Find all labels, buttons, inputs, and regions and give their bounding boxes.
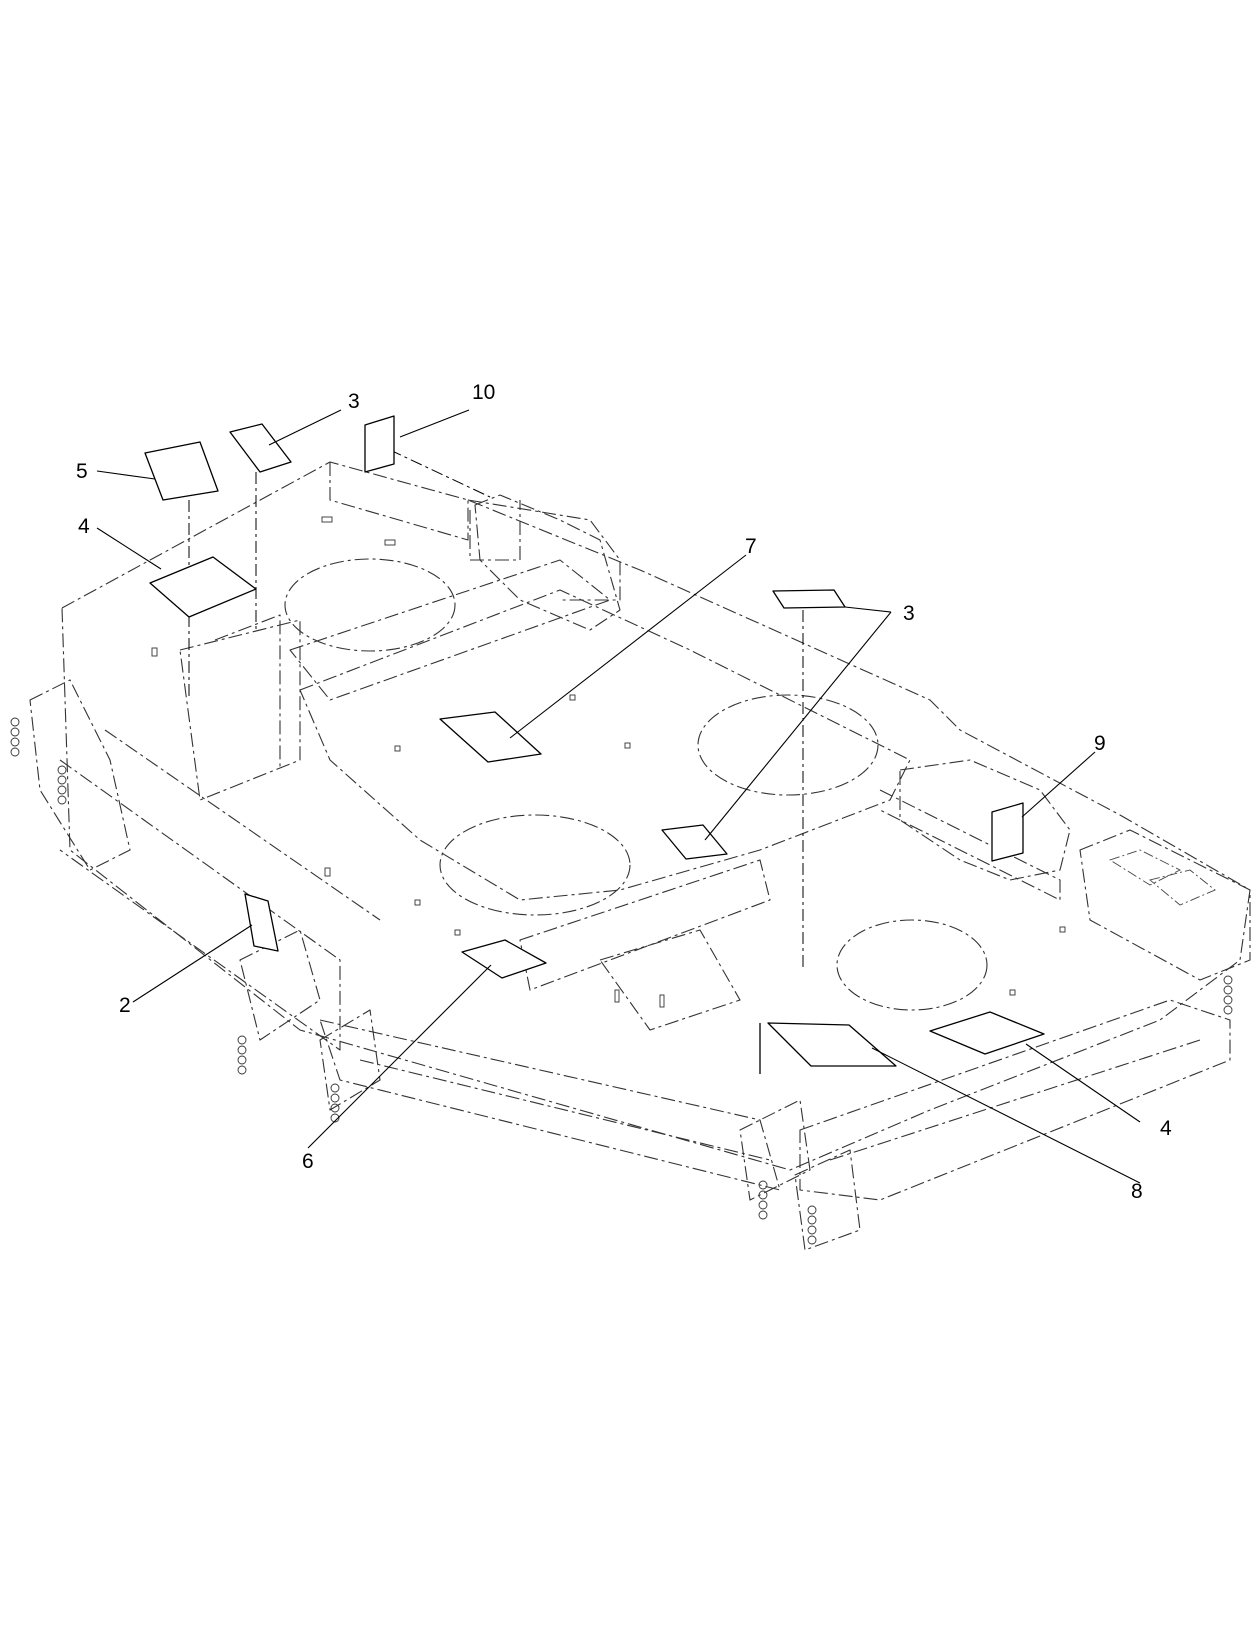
decal-7 (439, 711, 542, 763)
decals (144, 415, 1045, 1074)
leader-lines (96, 409, 1141, 1184)
decal-6 (461, 939, 547, 979)
decal-3-right (772, 589, 846, 609)
projection-lines (188, 449, 804, 970)
decal-4-right (929, 1011, 1045, 1055)
decal-10 (364, 415, 395, 473)
callout-10: 10 (472, 381, 495, 404)
decal-3-center (661, 824, 728, 860)
decal-4-left (149, 556, 257, 618)
callout-8: 8 (1131, 1180, 1143, 1203)
callout-4-right: 4 (1160, 1117, 1172, 1140)
decal-3-top (229, 423, 292, 473)
callout-6: 6 (302, 1150, 314, 1173)
callout-3-right: 3 (903, 602, 915, 625)
arm-holes (10, 717, 1233, 1245)
callout-7: 7 (745, 535, 757, 558)
callout-labels: 5 3 10 4 7 3 9 2 6 4 8 (76, 381, 1172, 1203)
callout-5: 5 (76, 460, 88, 483)
callout-9: 9 (1094, 732, 1106, 755)
deck-outline (10, 461, 1251, 1251)
decal-2 (244, 893, 279, 952)
deck-slots (151, 516, 1066, 1008)
callout-2: 2 (119, 994, 131, 1017)
decal-9 (991, 802, 1024, 862)
decal-5 (144, 441, 219, 501)
decal-8 (767, 1022, 897, 1067)
callout-3-top: 3 (348, 390, 360, 413)
callout-4-left: 4 (78, 515, 90, 538)
